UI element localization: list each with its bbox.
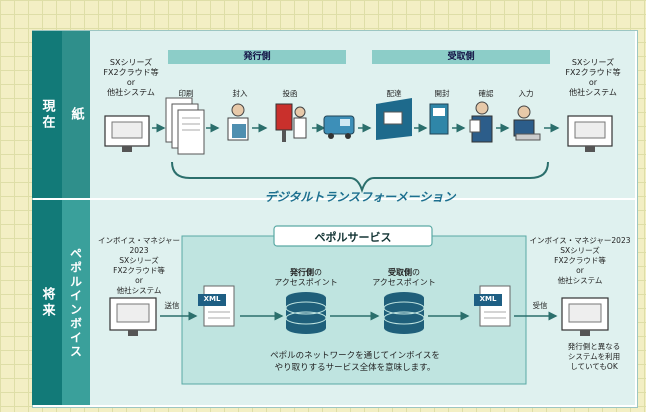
send-label: 送信	[164, 301, 180, 310]
service-title: ペポルサービス	[314, 231, 392, 244]
peppol-service-box	[181, 235, 527, 385]
dx-bracket	[171, 161, 549, 194]
step-open-label: 開封	[434, 89, 450, 98]
sender-xml-doc-icon	[198, 285, 235, 327]
step-enclose-label: 封入	[232, 89, 248, 98]
delivery-truck-icon	[323, 115, 355, 139]
issuer-access-point-label: 発行側のアクセスポイント	[274, 268, 338, 287]
receiver-note: 発行側と異なる システムを利用 していてもOK	[567, 342, 621, 371]
step-input-label: 入力	[518, 89, 534, 98]
current-sender-system: SXシリーズ FX2クラウド等 or 他社システム	[103, 58, 159, 97]
enclose-person-icon	[227, 103, 249, 141]
section-label-future: 将来	[32, 200, 62, 405]
section-label-current: 現在	[32, 31, 62, 198]
step-print-label: 印刷	[178, 89, 194, 98]
service-title-box	[273, 225, 433, 247]
receiver-access-point-db-icon	[383, 292, 425, 334]
issuer-header: 発行側	[168, 50, 346, 64]
issuer-access-point-db-icon	[285, 292, 327, 334]
print-stack-icon	[165, 97, 205, 155]
step-post-label: 投函	[282, 89, 298, 98]
input-person-icon	[513, 105, 541, 141]
receiver-monitor-icon	[567, 115, 613, 152]
receive-label: 受信	[532, 301, 548, 310]
post-box-icon	[275, 103, 307, 142]
section-label-peppol: ペポルインボイス	[62, 200, 90, 405]
check-person-icon	[469, 101, 493, 143]
current-receiver-system: SXシリーズ FX2クラウド等 or 他社システム	[565, 58, 621, 97]
step-check-label: 確認	[478, 89, 494, 98]
dx-label: デジタルトランスフォーメーション	[264, 190, 456, 204]
receiver-access-point-label: 受取側のアクセスポイント	[372, 268, 436, 287]
section-label-paper: 紙	[62, 31, 90, 198]
service-description: ペポルのネットワークを通じてインボイスを やり取りするサービス全体を意味します。	[270, 351, 440, 373]
future-sender-system: インボイス・マネジャー2023 SXシリーズ FX2クラウド等 or 他社システ…	[98, 236, 180, 295]
open-envelope-icon	[429, 103, 449, 135]
future-sender-monitor-icon	[109, 297, 157, 336]
receiver-header: 受取側	[372, 50, 550, 64]
sender-xml-label: XML	[203, 295, 221, 303]
delivery-hand-icon	[376, 98, 412, 140]
receiver-xml-label: XML	[479, 295, 497, 303]
receiver-xml-doc-icon	[474, 285, 511, 327]
future-receiver-system: インボイス・マネジャー2023 SXシリーズ FX2クラウド等 or 他社システ…	[529, 236, 631, 285]
sender-monitor-icon	[104, 115, 150, 152]
step-deliver-label: 配達	[386, 89, 402, 98]
future-receiver-monitor-icon	[561, 297, 609, 336]
